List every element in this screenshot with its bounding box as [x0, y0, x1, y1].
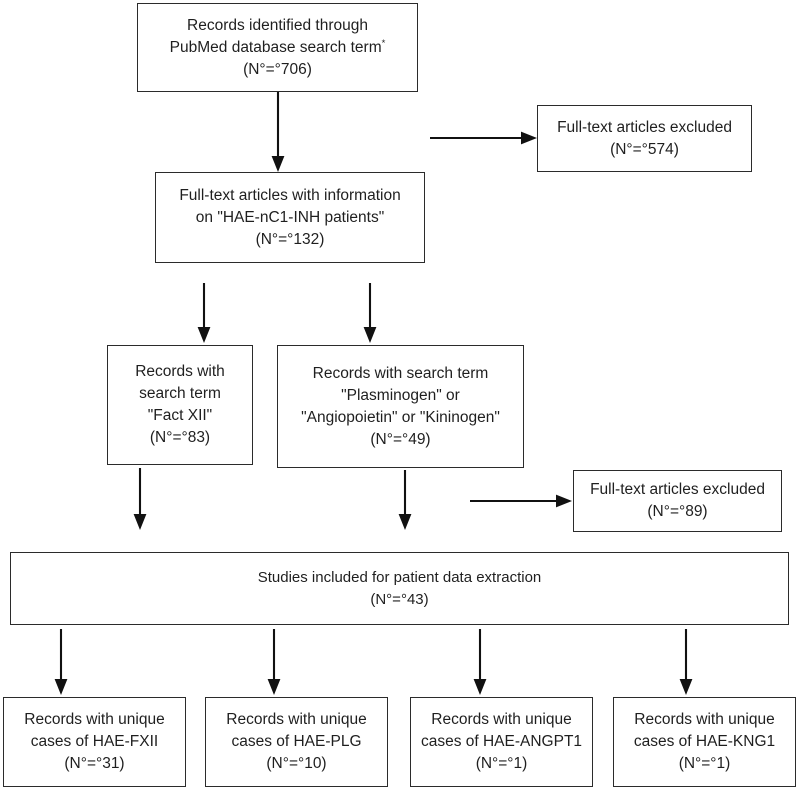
node-line: Full-text articles with information	[179, 186, 401, 204]
arrow-fulltext-info-to-plg-angpt-kng	[361, 283, 379, 345]
node-records-hae-kng1: Records with unique cases of HAE-KNG1 (N…	[613, 697, 796, 787]
node-line: Studies included for patient data extrac…	[257, 569, 542, 587]
node-line: Full-text articles excluded	[557, 118, 732, 136]
arrow-fulltext-info-to-fact-xii	[195, 283, 213, 345]
node-records-fact-xii: Records with search term "Fact XII" (N°=…	[107, 345, 253, 465]
node-count: (N°=°706)	[243, 60, 312, 78]
node-count: (N°=°89)	[647, 503, 708, 520]
node-line: Records with search term	[312, 364, 489, 382]
arrow-studies-to-hae-plg	[265, 629, 283, 697]
node-records-hae-plg: Records with unique cases of HAE-PLG (N°…	[205, 697, 388, 787]
node-count: (N°=°1)	[475, 755, 528, 772]
node-line: cases of HAE-ANGPT1	[420, 733, 583, 750]
arrow-studies-to-hae-fxii	[52, 629, 70, 697]
node-line: Full-text articles excluded	[590, 481, 765, 498]
node-studies-included: Studies included for patient data extrac…	[10, 552, 789, 625]
arrow-identified-to-excluded-574	[430, 129, 540, 147]
node-line-with-footnote: PubMed database search term*	[170, 37, 386, 59]
footnote-asterisk: *	[381, 37, 386, 49]
arrow-studies-to-hae-angpt1	[471, 629, 489, 697]
node-count: (N°=°574)	[610, 140, 679, 158]
node-line: search term	[139, 385, 221, 402]
arrow-plg-angpt-kng-to-studies-included	[396, 470, 414, 532]
node-count: (N°=°49)	[370, 430, 431, 448]
node-count: (N°=°10)	[266, 755, 327, 772]
node-line: "Plasminogen" or	[341, 386, 460, 404]
node-records-hae-angpt1: Records with unique cases of HAE-ANGPT1 …	[410, 697, 593, 787]
node-line: Records identified through	[187, 16, 368, 34]
node-line-text: PubMed database search term	[169, 38, 382, 56]
node-line: "Angiopoietin" or "Kininogen"	[301, 408, 500, 426]
node-line: cases of HAE-KNG1	[633, 733, 776, 750]
node-line: Records with unique	[24, 711, 165, 728]
node-count: (N°=°43)	[370, 590, 429, 608]
node-line: cases of HAE-FXII	[30, 733, 159, 750]
node-line: "Fact XII"	[147, 407, 213, 424]
arrow-studies-to-hae-kng1	[677, 629, 695, 697]
node-fulltext-excluded-89: Full-text articles excluded (N°=°89)	[573, 470, 782, 532]
node-records-plasminogen-angiopoietin-kininogen: Records with search term "Plasminogen" o…	[277, 345, 524, 468]
node-line: Records with unique	[226, 711, 367, 728]
node-line: on "HAE-nC1-INH patients"	[195, 208, 385, 226]
node-line: cases of HAE-PLG	[231, 733, 362, 750]
node-line: Records with unique	[431, 711, 572, 728]
arrow-identified-to-fulltext-info	[269, 92, 287, 174]
node-line: Records with unique	[634, 711, 775, 728]
node-count: (N°=°31)	[64, 755, 125, 772]
node-count: (N°=°1)	[678, 755, 731, 772]
node-records-hae-fxii: Records with unique cases of HAE-FXII (N…	[3, 697, 186, 787]
node-count: (N°=°83)	[149, 429, 211, 446]
node-fulltext-excluded-574: Full-text articles excluded (N°=°574)	[537, 105, 752, 172]
node-fulltext-with-information: Full-text articles with information on "…	[155, 172, 425, 263]
node-line: Records with	[135, 363, 225, 380]
arrow-plg-angpt-kng-to-excluded-89	[470, 492, 575, 510]
arrow-fact-xii-to-studies-included	[131, 468, 149, 532]
node-records-identified: Records identified through PubMed databa…	[137, 3, 418, 92]
node-count: (N°=°132)	[255, 230, 325, 248]
